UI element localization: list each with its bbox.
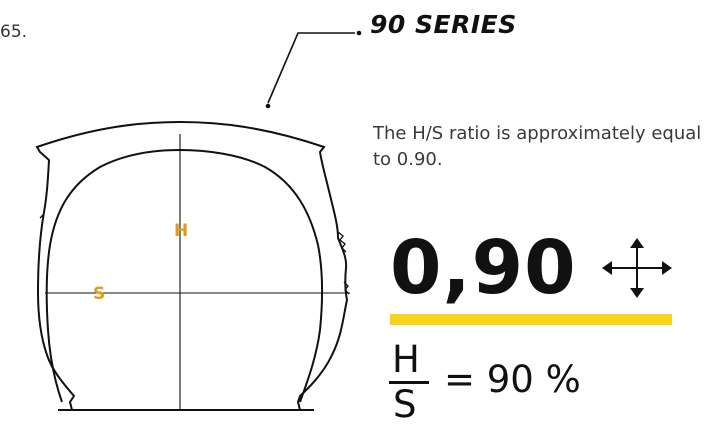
fraction-numerator: H — [392, 338, 420, 381]
ratio-value: 0,90 — [390, 225, 577, 311]
fraction-denominator: S — [393, 383, 417, 426]
leader-line — [267, 32, 355, 104]
height-label: H — [174, 221, 188, 241]
move-arrows-icon — [602, 238, 672, 298]
tire-outer-contour — [35, 120, 349, 411]
tire-inner-contour — [45, 148, 324, 403]
series-title: 90 SERIES — [370, 10, 517, 39]
accent-bar — [390, 314, 672, 325]
section-label: S — [93, 284, 105, 304]
fraction-result: = 90 % — [444, 358, 581, 401]
leader-dot-tire — [265, 103, 271, 109]
fraction-line — [389, 381, 429, 384]
ratio-description: The H/S ratio is approximately equal to … — [373, 123, 702, 170]
dimension-axes — [45, 134, 350, 410]
tire-shoulder-marks — [39, 213, 350, 295]
leader-dot-title — [356, 30, 362, 36]
page-number: 65. — [0, 22, 28, 42]
